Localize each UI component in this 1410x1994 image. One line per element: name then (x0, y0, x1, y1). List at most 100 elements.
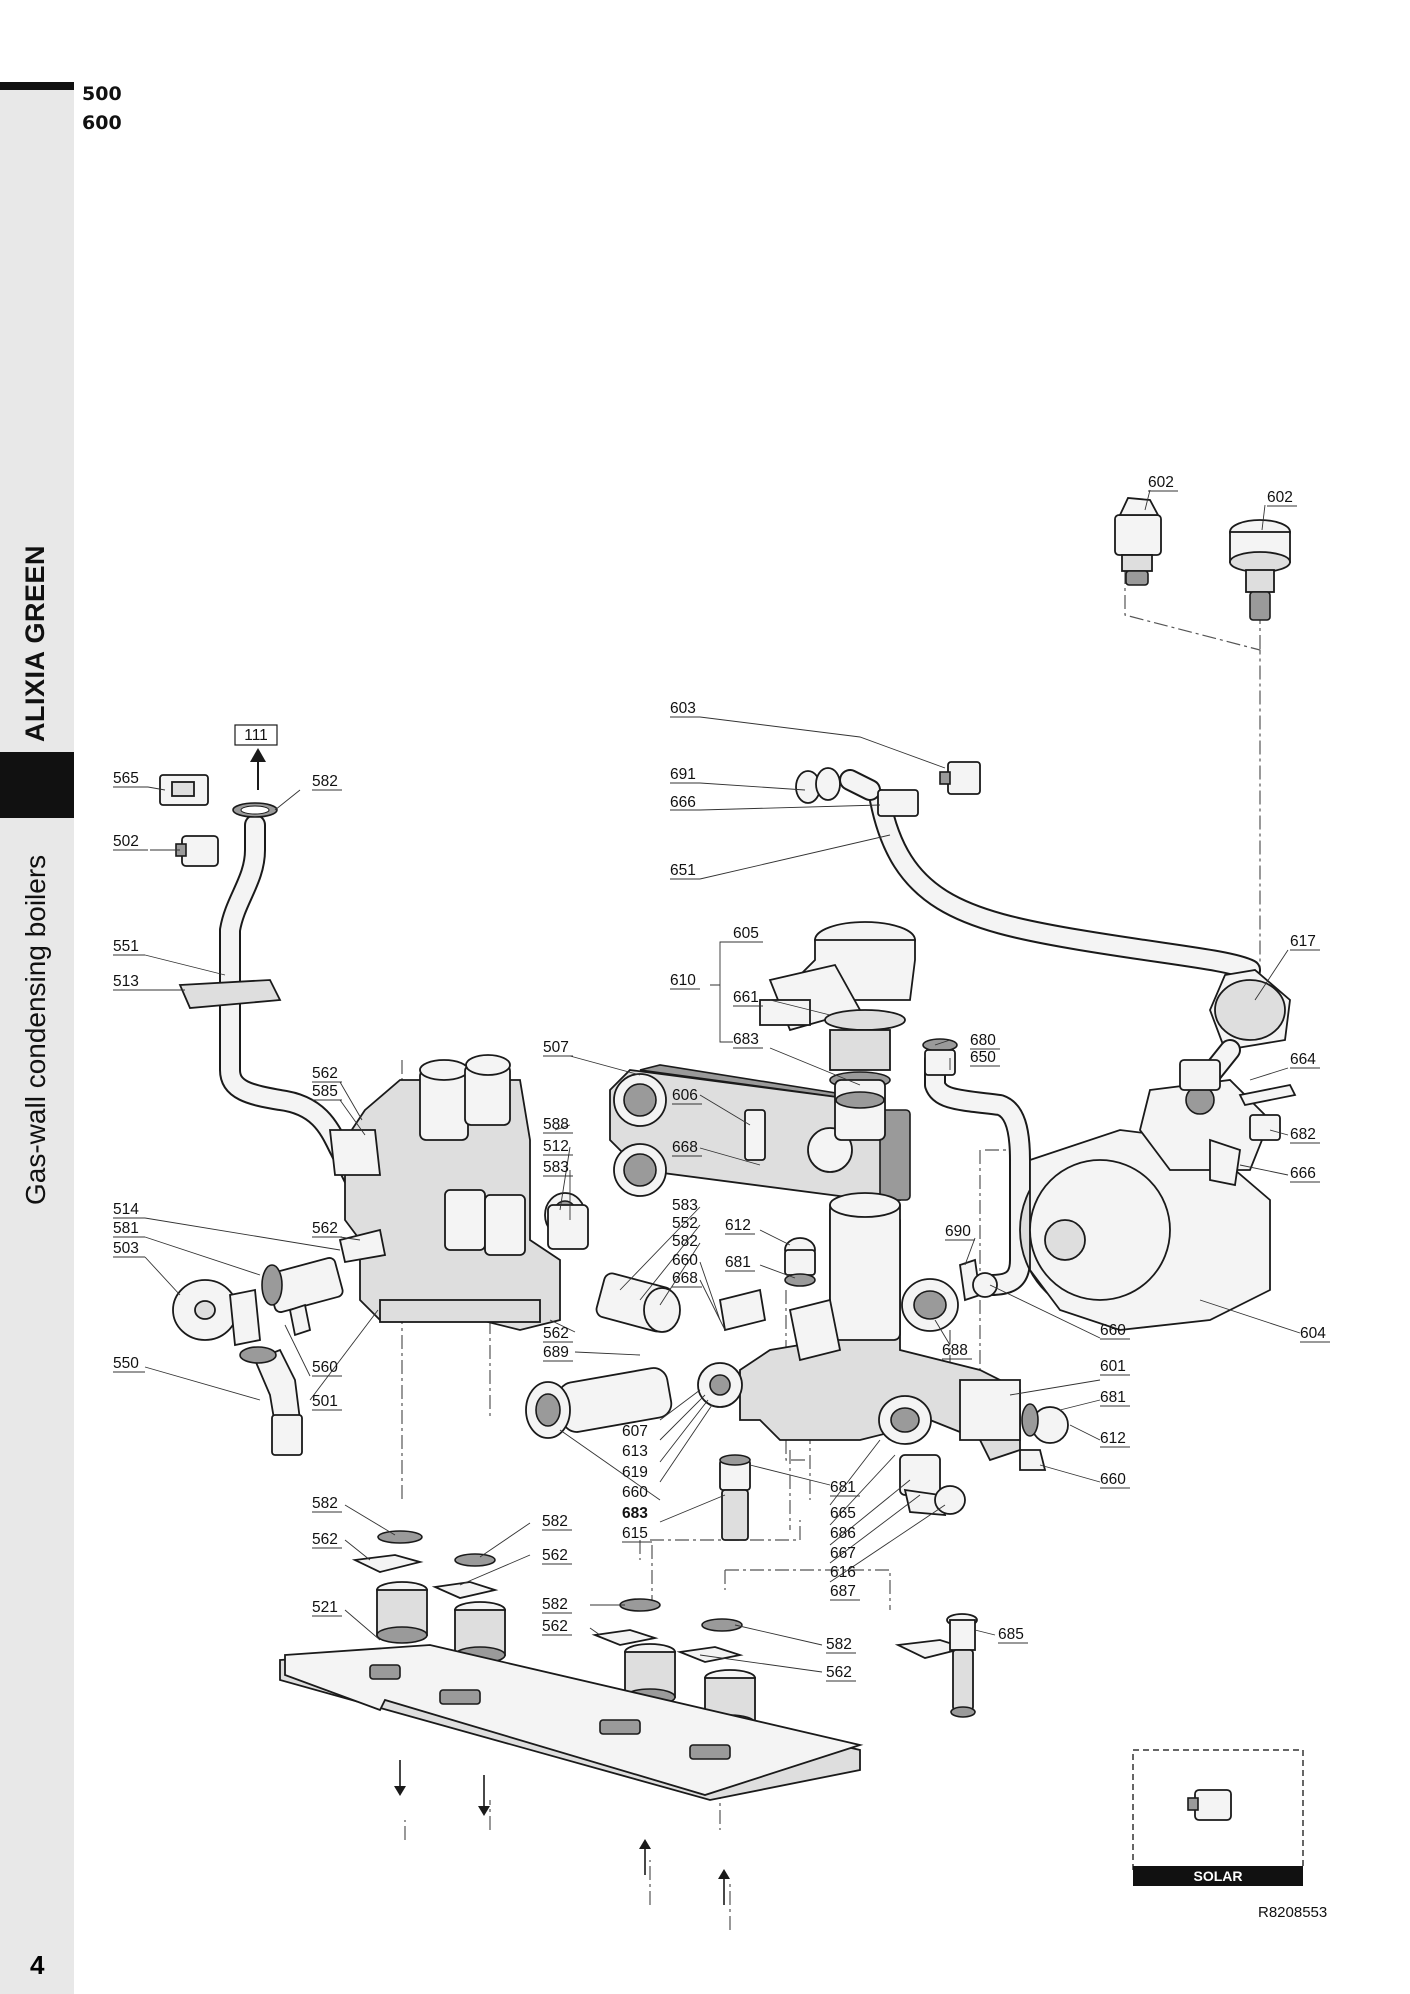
callout-582-d: 582 (542, 1513, 568, 1530)
callout-619: 619 (622, 1464, 648, 1481)
callout-651: 651 (670, 862, 696, 879)
callout-582-e: 582 (542, 1596, 568, 1613)
callout-507: 507 (543, 1039, 569, 1056)
callout-602-a: 602 (1148, 474, 1174, 491)
bracket-682 (1249, 1114, 1281, 1141)
pipe-650 (922, 1038, 1031, 1296)
callout-582-b: 582 (672, 1233, 698, 1250)
sidebar-band (0, 90, 74, 1994)
callout-581: 581 (113, 1220, 139, 1237)
callout-613: 613 (622, 1443, 648, 1460)
fitting-668 (718, 1288, 767, 1332)
pressure-switch-602-a (1114, 497, 1162, 586)
callout-680: 680 (970, 1032, 996, 1049)
callout-666-a: 666 (670, 794, 696, 811)
bracket-513 (178, 979, 282, 1009)
solar-option-box: SOLAR (1132, 1749, 1304, 1886)
bottom-seals (351, 1530, 969, 1663)
sensor-502 (175, 835, 219, 867)
reference-arrow (234, 724, 278, 790)
callout-513: 513 (113, 973, 139, 990)
clip-603 (939, 761, 981, 795)
callout-660-d: 660 (1100, 1471, 1126, 1488)
valve-612-right (1021, 1403, 1069, 1444)
callout-681-a: 681 (725, 1254, 751, 1271)
section-marker (0, 752, 74, 818)
fitting-521-a (376, 1581, 428, 1644)
callout-616: 616 (830, 1564, 856, 1581)
callout-660-a: 660 (672, 1252, 698, 1269)
page-number: 4 (30, 1950, 45, 1980)
clip-660-right (1019, 1449, 1047, 1471)
elbow-550 (239, 1346, 303, 1456)
sensor-606 (744, 1109, 766, 1161)
callout-514: 514 (113, 1201, 139, 1218)
callout-660-b: 660 (1100, 1322, 1126, 1339)
callout-562-b: 562 (312, 1220, 338, 1237)
callout-562-g: 562 (826, 1664, 852, 1681)
callout-615: 615 (622, 1525, 648, 1542)
clip-565 (159, 774, 209, 806)
cartridge-615 (719, 1454, 751, 1541)
hydraulic-block-501 (344, 1054, 561, 1331)
callout-607: 607 (622, 1423, 648, 1440)
leader-lines (144, 489, 1301, 1673)
callout-512: 512 (543, 1138, 569, 1155)
callout-603: 603 (670, 700, 696, 717)
model-numbers: 500 600 (82, 80, 122, 138)
diverter-valve-689 (525, 1367, 673, 1439)
callout-664: 664 (1290, 1051, 1316, 1068)
fitting-521-b (454, 1601, 506, 1664)
callout-602-b: 602 (1267, 489, 1293, 506)
callout-labels: 602 602 603 691 666 651 617 565 582 502 … (113, 474, 1326, 1681)
callout-681-b: 681 (1100, 1389, 1126, 1406)
valve-685 (946, 1613, 978, 1718)
callout-503: 503 (113, 1240, 139, 1257)
connector-583-mid (595, 1272, 681, 1333)
header-rule (0, 82, 74, 90)
callout-610: 610 (670, 972, 696, 989)
callout-688: 688 (942, 1342, 968, 1359)
pressure-switch-602-b (1229, 519, 1291, 621)
valve-612-top (784, 1237, 816, 1276)
solar-label: SOLAR (1194, 1868, 1243, 1884)
callout-550: 550 (113, 1355, 139, 1372)
callout-691: 691 (670, 766, 696, 783)
pipe-551 (219, 814, 366, 1191)
filter-583-top (547, 1204, 589, 1250)
reference-box-label: 111 (244, 727, 268, 744)
label-underlines (113, 490, 1330, 1682)
callout-668-a: 668 (672, 1139, 698, 1156)
callout-562-a: 562 (312, 1065, 338, 1082)
callout-683-b: 683 (622, 1505, 648, 1522)
valve-607 (697, 1362, 743, 1408)
callout-588: 588 (543, 1116, 569, 1133)
manifold-601 (739, 1192, 1021, 1462)
callout-690: 690 (945, 1223, 971, 1240)
callout-650: 650 (970, 1049, 996, 1066)
callout-551: 551 (113, 938, 139, 955)
filter-514 (261, 1257, 344, 1313)
callout-681-c: 681 (830, 1479, 856, 1496)
pipe-651 (839, 769, 1261, 981)
callout-682: 682 (1290, 1126, 1316, 1143)
callout-660-c: 660 (622, 1484, 648, 1501)
callout-604: 604 (1300, 1325, 1326, 1342)
callout-661: 661 (733, 989, 759, 1006)
callout-562-f: 562 (542, 1618, 568, 1635)
callout-665: 665 (830, 1505, 856, 1522)
callout-501: 501 (312, 1393, 338, 1410)
model-number-600: 600 (82, 112, 122, 134)
callout-562-d: 562 (312, 1531, 338, 1548)
valve-group-665 (899, 1454, 966, 1517)
callout-582-a: 582 (312, 773, 338, 790)
callout-583-a: 583 (543, 1159, 569, 1176)
callout-562-c: 562 (543, 1325, 569, 1342)
drawing-reference: R8208553 (1258, 1904, 1328, 1921)
o-rings-691 (795, 767, 841, 804)
callout-521: 521 (312, 1599, 338, 1616)
callout-667: 667 (830, 1545, 856, 1562)
fan-connector-683 (834, 1079, 886, 1141)
callout-683-a: 683 (733, 1031, 759, 1048)
plug-560 (288, 1303, 312, 1337)
